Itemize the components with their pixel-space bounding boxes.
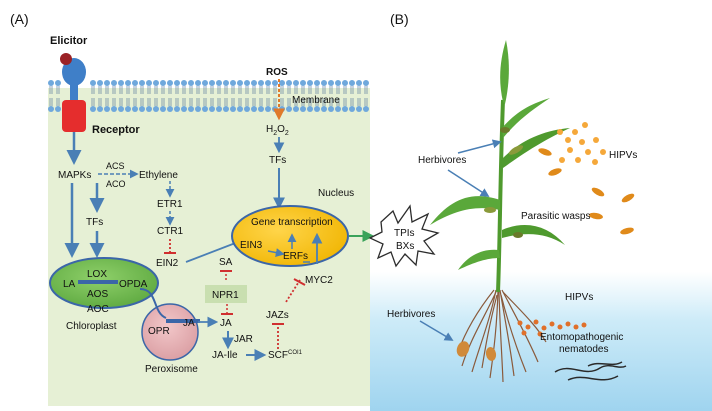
tfs-right-label: TFs bbox=[269, 155, 286, 166]
ja-label: JA bbox=[220, 318, 232, 329]
parasitic-wasps bbox=[538, 148, 635, 235]
npr1-label: NPR1 bbox=[212, 290, 239, 301]
aco-label: ACO bbox=[106, 179, 126, 189]
opr-bar bbox=[166, 319, 200, 323]
herbivores-bottom-arrow bbox=[419, 320, 454, 341]
ja-peroxisome-label: JA bbox=[183, 318, 195, 329]
acs-label: ACS bbox=[106, 161, 125, 171]
defense-compounds-burst bbox=[368, 204, 440, 268]
ein2-to-ein3-line bbox=[185, 241, 239, 263]
sa-label: SA bbox=[219, 257, 233, 268]
receptor bbox=[62, 100, 86, 132]
leaf-left bbox=[430, 196, 500, 225]
mapks-label: MAPKs bbox=[58, 170, 91, 181]
tpis-label: TPIs bbox=[394, 228, 415, 239]
leaf-right-top bbox=[502, 98, 550, 138]
ein3-label: EIN3 bbox=[240, 240, 263, 251]
leaf-lower-left bbox=[458, 249, 500, 270]
elicitor-receptor-head bbox=[62, 58, 86, 86]
scf-label: SCFCOI1 bbox=[268, 350, 303, 361]
ein2-label: EIN2 bbox=[156, 258, 179, 269]
leaf-right-lower bbox=[502, 225, 565, 245]
opda-to-opr-curve bbox=[139, 288, 167, 319]
gene-transcription-label: Gene transcription bbox=[251, 217, 333, 228]
jazs-inhibit-myc2 bbox=[285, 279, 301, 303]
chloroplast-label: Chloroplast bbox=[66, 321, 117, 332]
hipvs-bottom-label: HIPVs bbox=[565, 292, 593, 303]
elicitor-molecule bbox=[60, 53, 72, 65]
jazs-label: JAZs bbox=[266, 310, 289, 321]
aoc-label: AOC bbox=[87, 304, 109, 315]
herbivores-arrow-2 bbox=[447, 169, 490, 197]
hipvs-top-dots bbox=[557, 122, 606, 165]
herbivore-caterpillars bbox=[484, 127, 524, 238]
herbivores-top-label: Herbivores bbox=[418, 155, 466, 166]
la-to-opda-bar bbox=[78, 280, 118, 284]
lox-label: LOX bbox=[87, 269, 107, 280]
opda-label: OPDA bbox=[119, 279, 148, 290]
hipvs-bottom-dots bbox=[517, 319, 587, 337]
panel-a-label: (A) bbox=[10, 11, 29, 27]
ja-ile-label: JA-Ile bbox=[212, 350, 238, 361]
bxs-label: BXs bbox=[396, 241, 414, 252]
ctr1-label: CTR1 bbox=[157, 226, 184, 237]
herbivores-arrow-1 bbox=[457, 139, 502, 154]
peroxisome-label: Peroxisome bbox=[145, 364, 198, 375]
leaf-top bbox=[500, 40, 509, 104]
soil bbox=[370, 272, 712, 411]
nematodes-label-line2: nematodes bbox=[559, 344, 608, 355]
npr1-box bbox=[205, 285, 247, 303]
etr1-label: ETR1 bbox=[157, 199, 183, 210]
la-label: LA bbox=[63, 279, 76, 290]
nematodes bbox=[554, 361, 627, 381]
peroxisome bbox=[141, 303, 199, 361]
receptor-stalk bbox=[70, 84, 78, 104]
aos-label: AOS bbox=[87, 289, 108, 300]
herbivores-bottom-label: Herbivores bbox=[387, 309, 435, 320]
ros-label: ROS bbox=[266, 67, 288, 78]
root-herbivore-larvae bbox=[456, 341, 497, 361]
erfs-label: ERFs bbox=[283, 251, 308, 262]
ethylene-label: Ethylene bbox=[139, 170, 178, 181]
h2o2-label: H2O2 bbox=[266, 124, 289, 137]
opr-label: OPR bbox=[148, 326, 170, 337]
membrane-label: Membrane bbox=[292, 95, 340, 106]
tfs-left-label: TFs bbox=[86, 217, 103, 228]
nucleus-label: Nucleus bbox=[318, 188, 354, 199]
hipvs-top-label: HIPVs bbox=[609, 150, 637, 161]
myc2-label: MYC2 bbox=[305, 275, 333, 286]
parasitic-wasps-label: Parasitic wasps bbox=[521, 211, 590, 222]
jazs-inhibit-bar bbox=[293, 278, 306, 286]
ein3-to-erfs-arrow bbox=[267, 248, 285, 258]
panel-b-label: (B) bbox=[390, 11, 409, 27]
receptor-label: Receptor bbox=[92, 124, 140, 136]
nematodes-label-line1: Entomopathogenic bbox=[540, 332, 623, 343]
elicitor-label: Elicitor bbox=[50, 35, 88, 47]
jar-label: JAR bbox=[234, 334, 253, 345]
